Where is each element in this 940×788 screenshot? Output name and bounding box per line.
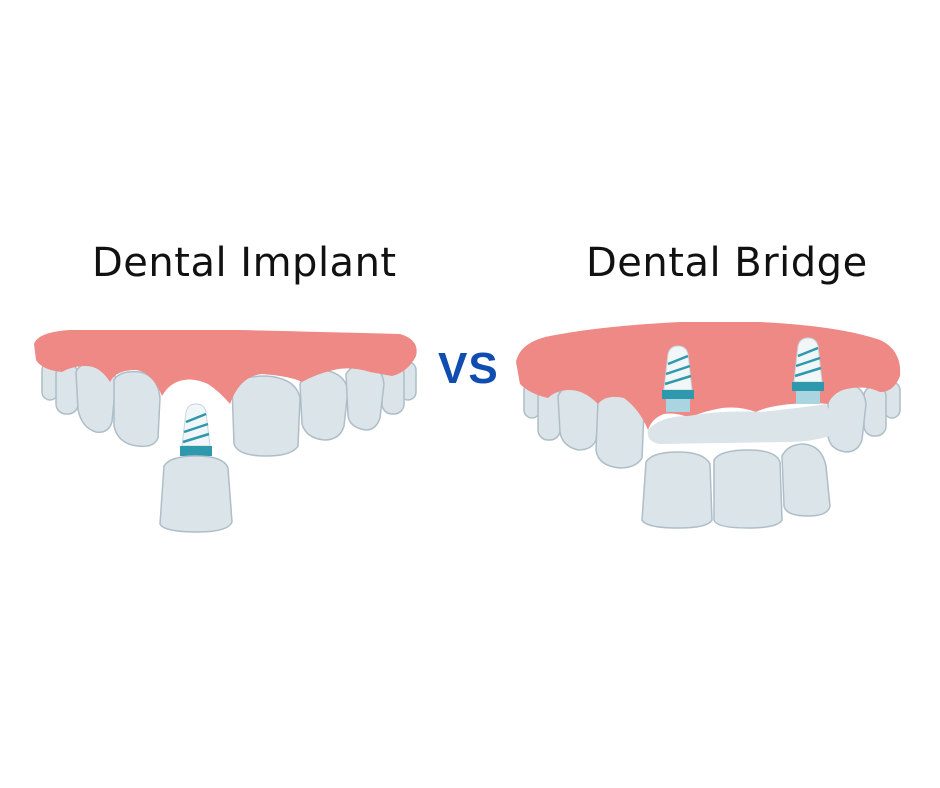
right-teeth xyxy=(557,383,867,469)
bridge-crowns xyxy=(641,443,831,529)
abutment-left xyxy=(666,398,690,412)
dental-bridge-illustration xyxy=(516,322,901,529)
dental-implant-illustration xyxy=(34,330,417,533)
bridge-base xyxy=(647,404,833,444)
dental-bridge-title: Dental Bridge xyxy=(586,240,868,286)
dental-implant-title: Dental Implant xyxy=(92,240,397,286)
left-back-teeth xyxy=(41,361,417,415)
bridge-implant-left xyxy=(662,345,694,412)
abutment-right xyxy=(796,390,820,404)
implant-screw xyxy=(180,403,212,456)
left-gum xyxy=(34,330,417,404)
implant-crown xyxy=(159,455,233,533)
implant-collar xyxy=(180,446,212,456)
bridge-implant-right xyxy=(792,337,824,404)
versus-label: VS xyxy=(438,344,499,393)
